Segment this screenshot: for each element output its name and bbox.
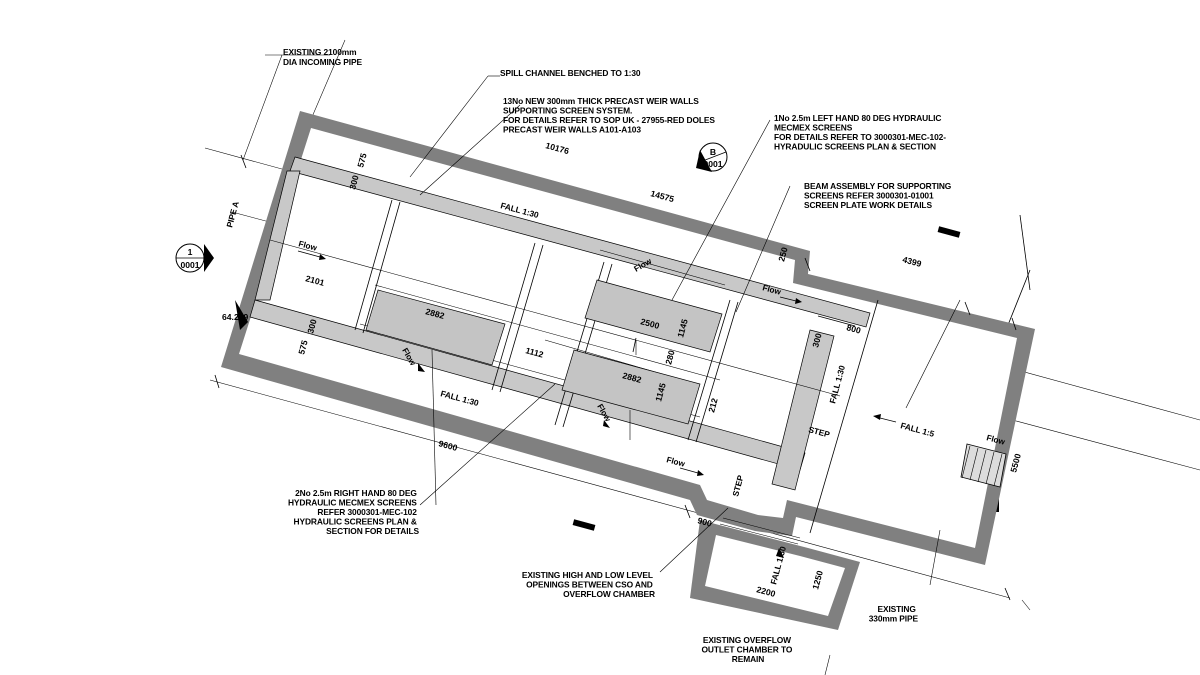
svg-text:2882: 2882: [424, 306, 445, 321]
svg-text:13No NEW 300mm THICK PRECAST W: 13No NEW 300mm THICK PRECAST WEIR WALLS …: [503, 96, 717, 135]
downstream-channel-wall: [771, 329, 835, 491]
note-beam-assembly: BEAM ASSEMBLY FOR SUPPORTING SCREENS REF…: [804, 181, 953, 210]
svg-text:1No 2.5m LEFT HAND 80 DEG HYDR: 1No 2.5m LEFT HAND 80 DEG HYDRAULIC MECM…: [774, 113, 948, 152]
svg-text:212: 212: [706, 397, 719, 414]
note-right-hand-screens: 2No 2.5m RIGHT HAND 80 DEG HYDRAULIC MEC…: [288, 488, 420, 536]
svg-text:5500: 5500: [1008, 452, 1023, 473]
svg-text:575: 575: [355, 152, 368, 169]
section-1-ref: 0001: [180, 260, 199, 270]
svg-text:575: 575: [296, 339, 309, 356]
svg-text:2200: 2200: [755, 584, 776, 599]
dimension-values: 10176 14575 4399 575 300 250 2101 2882 3…: [296, 140, 1023, 599]
existing-330-pipe-hatch[interactable]: [960, 443, 1007, 488]
upper-channel-wall-top: [254, 170, 301, 301]
svg-text:250: 250: [776, 246, 789, 263]
svg-text:300: 300: [347, 174, 360, 191]
note-weir-walls: 13No NEW 300mm THICK PRECAST WEIR WALLS …: [503, 96, 717, 135]
svg-text:1145: 1145: [653, 382, 668, 403]
svg-text:9600: 9600: [437, 438, 458, 453]
pipe-a-label: PIPE A: [224, 200, 241, 228]
svg-text:BEAM ASSEMBLY FOR SUPPORTING: BEAM ASSEMBLY FOR SUPPORTING SCREENS REF…: [804, 181, 953, 210]
svg-text:EXISTING OVERFLOW OUTLET: EXISTING OVERFLOW OUTLET CHAMBER TO REMA…: [702, 635, 795, 664]
note-openings: EXISTING HIGH AND LOW LEVEL OPENINGS BET…: [522, 570, 655, 599]
svg-text:4399: 4399: [901, 254, 922, 269]
note-left-hand-screens: 1No 2.5m LEFT HAND 80 DEG HYDRAULIC MECM…: [774, 113, 948, 152]
svg-text:1145: 1145: [675, 318, 690, 339]
svg-text:2500: 2500: [639, 316, 660, 331]
svg-text:2No 2.5m RIGHT HAND 80 DEG: 2No 2.5m RIGHT HAND 80 DEG HYDRAULIC MEC…: [288, 488, 420, 536]
svg-text:10176: 10176: [544, 140, 570, 156]
cso-chamber-structure: [221, 111, 1035, 630]
screen-right-hand-2[interactable]: [561, 349, 701, 425]
svg-text:14575: 14575: [649, 188, 675, 204]
spill-channel-upper: [289, 156, 871, 328]
section-b-ref: 0001: [703, 159, 722, 169]
svg-text:SPILL CHANNEL BENCHED TO 1:30: SPILL CHANNEL BENCHED TO 1:30: [500, 68, 641, 78]
level-label: 64.229: [222, 312, 249, 322]
leader-lines: [409, 75, 961, 586]
note-existing-330-pipe: EXISTING 330mm PIPE: [869, 604, 919, 624]
svg-text:800: 800: [845, 322, 862, 335]
overflow-chamber-inner: [705, 535, 845, 616]
svg-text:2882: 2882: [621, 370, 642, 385]
section-b-number: B: [710, 147, 716, 157]
svg-text:1112: 1112: [524, 345, 544, 359]
note-spill-channel: SPILL CHANNEL BENCHED TO 1:30: [500, 68, 641, 78]
svg-text:280: 280: [663, 349, 676, 366]
section-1-number: 1: [188, 247, 193, 257]
section-marker-b: B 0001: [696, 142, 728, 172]
note-overflow-chamber: EXISTING OVERFLOW OUTLET CHAMBER TO REMA…: [702, 635, 795, 664]
section-marker-1: 1 0001: [175, 243, 214, 273]
svg-text:2101: 2101: [304, 273, 325, 288]
svg-text:300: 300: [810, 332, 823, 349]
svg-text:900: 900: [696, 515, 713, 528]
svg-text:EXISTING 330mm PIPE: EXISTING 330mm PIPE: [869, 604, 919, 624]
screen-right-hand-1[interactable]: [365, 289, 506, 366]
svg-text:EXISTING HIGH AND LOW LEVEL: EXISTING HIGH AND LOW LEVEL OPENINGS BET…: [522, 570, 655, 599]
screen-left-hand[interactable]: [584, 279, 723, 353]
dimension-ticks: [214, 154, 1017, 601]
svg-text:300: 300: [305, 318, 318, 335]
level-marker-icon: [235, 300, 248, 330]
svg-text:1250: 1250: [810, 569, 825, 590]
